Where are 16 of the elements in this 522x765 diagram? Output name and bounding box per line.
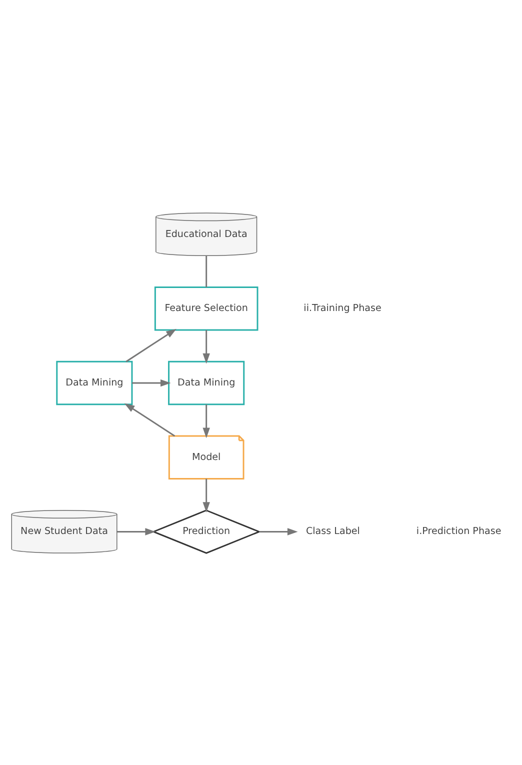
node-box: Feature Selection xyxy=(154,286,258,330)
arrow xyxy=(124,402,176,436)
arrow xyxy=(116,528,156,535)
arrow xyxy=(202,330,210,364)
connector xyxy=(206,255,208,287)
label: i.Prediction Phase xyxy=(416,526,502,537)
node-text: Class Label xyxy=(306,526,360,537)
node-box: Data Mining xyxy=(168,360,245,405)
arrow xyxy=(259,528,298,535)
node-box: Data Mining xyxy=(56,360,133,405)
label: ii.Training Phase xyxy=(304,302,382,314)
node-diamond: Prediction xyxy=(152,509,262,554)
arrow xyxy=(126,328,176,362)
arrow xyxy=(202,404,210,438)
arrow xyxy=(202,478,210,512)
arrow xyxy=(132,378,171,386)
